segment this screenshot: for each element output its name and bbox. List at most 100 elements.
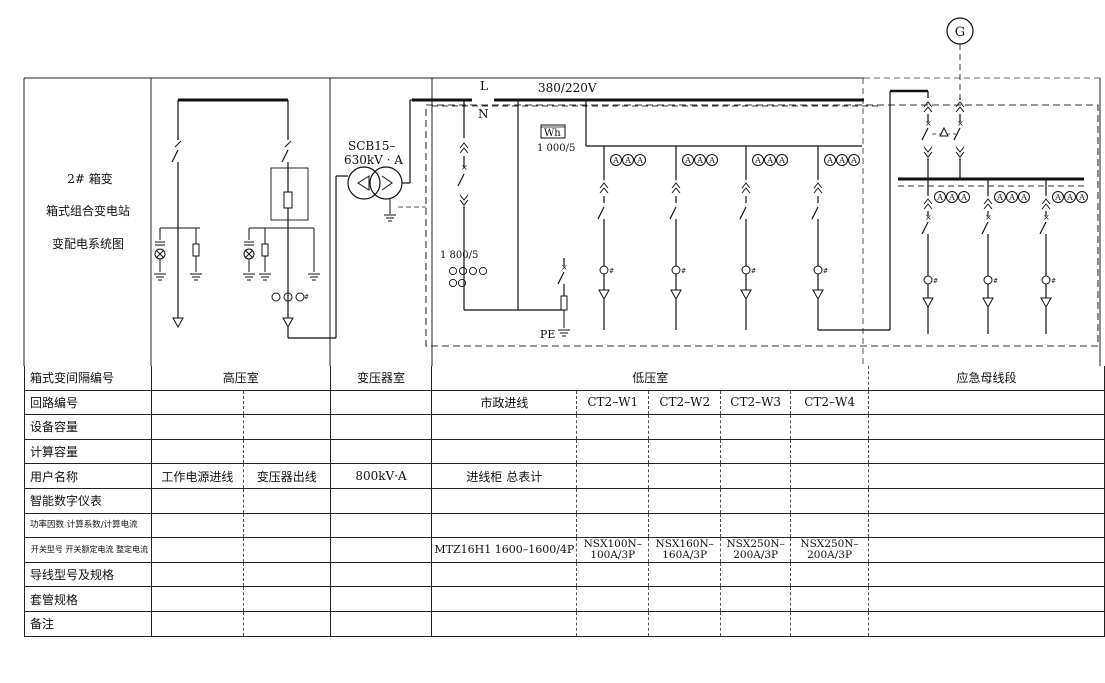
table-cell	[330, 488, 433, 514]
svg-text:×: ×	[957, 119, 964, 128]
table-cell	[648, 414, 722, 440]
table-row: 套管规格	[24, 586, 1105, 612]
label-pe: PE	[540, 328, 555, 341]
table-cell	[151, 390, 244, 416]
table-cell: NSX250N–200A/3P	[790, 537, 870, 563]
label-l: L	[480, 79, 488, 93]
feeder-w4	[811, 146, 890, 331]
table-cell: 导线型号及规格	[24, 562, 152, 588]
svg-text:×: ×	[561, 263, 568, 272]
feeder-w3	[739, 146, 788, 330]
table-cell	[790, 586, 870, 612]
table-cell	[330, 414, 433, 440]
table-cell	[431, 562, 578, 588]
table-cell: MTZ16H1 1600–1600/4P	[431, 537, 578, 563]
table-row: 开关型号 开关额定电流 整定电流 MTZ16H1 1600–1600/4P NS…	[24, 537, 1105, 563]
svg-text:×: ×	[925, 119, 932, 128]
table-cell: 功率因数 计算系数/计算电流	[24, 513, 152, 539]
table-cell	[790, 414, 870, 440]
table-cell	[790, 513, 870, 539]
table-cell	[720, 562, 792, 588]
table-cell: CT2–W3	[720, 390, 792, 416]
table-cell	[431, 513, 578, 539]
table-cell	[648, 611, 722, 637]
table-row: 备注	[24, 611, 1105, 637]
table-cell: 备注	[24, 611, 152, 637]
table-cell: CT2–W4	[790, 390, 870, 416]
table-cell: 工作电源进线	[151, 463, 244, 489]
table-row: 导线型号及规格	[24, 562, 1105, 588]
svg-text:×: ×	[985, 213, 992, 222]
table-row: 用户名称 工作电源进线 变压器出线 800kV·A 进线柜 总表计	[24, 463, 1105, 489]
table-cell	[151, 439, 244, 465]
label-n: N	[478, 107, 489, 121]
table-cell	[243, 414, 331, 440]
table-row: 智能数字仪表	[24, 488, 1105, 514]
table-cell	[868, 586, 1105, 612]
table-cell	[151, 414, 244, 440]
table-cell	[720, 414, 792, 440]
table-cell	[576, 463, 650, 489]
table-cell	[576, 439, 650, 465]
table-cell	[151, 488, 244, 514]
data-table: 箱式变间隔编号 高压室 变压器室 低压室 应急母线段 回路编号 市政进线 CT2…	[24, 366, 1105, 637]
table-cell	[868, 414, 1105, 440]
table-row: 设备容量	[24, 414, 1105, 440]
table-cell: 低压室	[431, 366, 870, 391]
title-line-3: 变配电系统图	[52, 236, 124, 251]
single-line-diagram: A # 2# 箱变 箱式组合变电站 变配电系统图	[23, 17, 1101, 366]
table-cell	[576, 488, 650, 514]
table-cell	[431, 611, 578, 637]
table-cell	[431, 439, 578, 465]
table-cell	[868, 611, 1105, 637]
table-cell	[576, 586, 650, 612]
table-cell	[720, 463, 792, 489]
table-cell: 用户名称	[24, 463, 152, 489]
table-cell	[648, 439, 722, 465]
table-cell: 回路编号	[24, 390, 152, 416]
table-cell	[648, 586, 722, 612]
table-cell	[151, 537, 244, 563]
table-cell	[648, 463, 722, 489]
table-cell: 变压器出线	[243, 463, 331, 489]
table-cell	[868, 390, 1105, 416]
table-cell	[790, 562, 870, 588]
table-cell	[790, 611, 870, 637]
table-cell: 变压器室	[330, 366, 433, 391]
meter-ct: 1 000/5	[537, 143, 575, 154]
table-cell	[720, 513, 792, 539]
table-cell	[868, 513, 1105, 539]
meter-label: Wh	[544, 128, 561, 139]
table-cell	[243, 439, 331, 465]
transformer: SCB15– 630kV · A	[344, 99, 464, 222]
table-cell	[151, 586, 244, 612]
table-cell: 高压室	[151, 366, 331, 391]
table-cell: 开关型号 开关额定电流 整定电流	[24, 537, 152, 563]
table-cell	[431, 414, 578, 440]
table-cell: 市政进线	[431, 390, 578, 416]
emergency-section: G × × ×	[898, 17, 1088, 334]
table-cell	[868, 537, 1105, 563]
table-cell: 计算容量	[24, 439, 152, 465]
svg-text:#: #	[304, 294, 309, 301]
table-cell	[151, 611, 244, 637]
table-cell	[790, 439, 870, 465]
table-cell	[576, 562, 650, 588]
lv-section: L N 380/220V × 1 800/5 Wh 1 000/5 ×	[412, 79, 1099, 347]
table-cell	[151, 513, 244, 539]
table-cell	[720, 586, 792, 612]
table-cell	[330, 586, 433, 612]
table-cell	[576, 611, 650, 637]
emergency-feeder-1: ×	[921, 179, 970, 334]
table-cell	[720, 611, 792, 637]
table-cell	[720, 439, 792, 465]
label-voltage: 380/220V	[538, 81, 597, 95]
table-cell: 智能数字仪表	[24, 488, 152, 514]
table-row-header: 箱式变间隔编号 高压室 变压器室 低压室 应急母线段	[24, 366, 1105, 391]
hv-section: #	[153, 98, 348, 339]
table-cell: 套管规格	[24, 586, 152, 612]
table-cell	[576, 414, 650, 440]
table-cell: 应急母线段	[868, 366, 1105, 391]
table-cell	[243, 513, 331, 539]
table-cell	[868, 562, 1105, 588]
